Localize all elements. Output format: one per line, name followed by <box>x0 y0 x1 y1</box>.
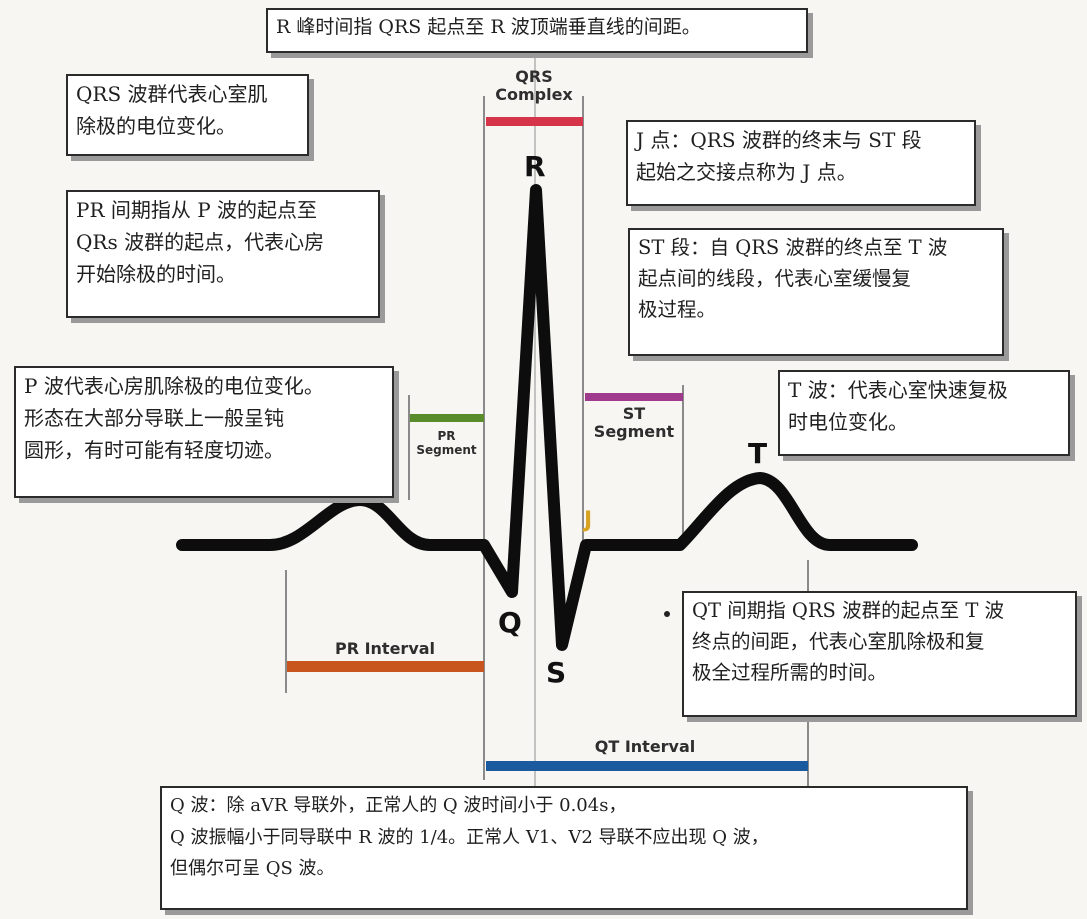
qt-interval-bar <box>486 761 808 771</box>
q-wave-desc-line3: 但偶尔可呈 QS 波。 <box>170 858 335 879</box>
st-segment-desc-box: ST 段：自 QRS 波群的终点至 T 波 起点间的线段，代表心室缓慢复 极过程… <box>628 228 1004 356</box>
p-wave-desc-line3: 圆形，有时可能有轻度切迹。 <box>24 438 284 462</box>
qrs-complex-desc-box: QRS 波群代表心室肌 除极的电位变化。 <box>66 74 309 156</box>
r-peak-time-box: R 峰时间指 QRS 起点至 R 波顶端垂直线的间距。 <box>266 8 808 53</box>
j-point-desc-line2: 起始之交接点称为 J 点。 <box>636 160 857 184</box>
st-segment-desc-line1: ST 段：自 QRS 波群的终点至 T 波 <box>638 236 948 259</box>
st-segment-label: ST Segment <box>585 404 683 442</box>
st-segment-desc-line3: 极过程。 <box>638 298 717 322</box>
qt-interval-desc-box: QT 间期指 QRS 波群的起点至 T 波 终点的间距，代表心室肌除极和复 极全… <box>682 591 1077 717</box>
pr-interval-desc-line2: QRs 波群的起点，代表心房 <box>76 230 325 254</box>
pr-segment-label-line1: PR <box>437 429 456 443</box>
st-segment-bar <box>585 393 683 401</box>
pr-segment-label-line2: Segment <box>416 442 477 457</box>
pr-segment-label: PR Segment <box>409 429 484 458</box>
q-wave-label: Q <box>498 606 522 639</box>
ecg-waveform <box>176 184 918 651</box>
qt-interval-desc-line2: 终点的间距，代表心室肌除极和复 <box>692 630 985 654</box>
p-wave-desc-line2: 形态在大部分导联上一般呈钝 <box>24 406 284 430</box>
st-segment-label-line1: ST <box>622 404 646 423</box>
pr-interval-desc-box: PR 间期指从 P 波的起点至 QRs 波群的起点，代表心房 开始除极的时间。 <box>66 190 380 318</box>
st-segment-label-line2: Segment <box>593 422 675 442</box>
qt-interval-desc-line1: QT 间期指 QRS 波群的起点至 T 波 <box>692 599 1005 622</box>
qt-interval-label: QT Interval <box>594 737 696 756</box>
pr-interval-desc-line3: 开始除极的时间。 <box>76 262 236 286</box>
qrs-desc-line1: QRS 波群代表心室肌 <box>76 82 268 106</box>
t-wave-desc-line2: 时电位变化。 <box>788 410 908 434</box>
pr-interval-label: PR Interval <box>334 639 436 658</box>
t-wave-desc-box: T 波：代表心室快速复极 时电位变化。 <box>778 370 1070 456</box>
qrs-complex-label: QRS Complex <box>484 67 584 105</box>
q-wave-desc-line1: Q 波：除 aVR 导联外，正常人的 Q 波时间小于 0.04s， <box>170 795 627 816</box>
pr-interval-desc-line1: PR 间期指从 P 波的起点至 <box>76 198 318 222</box>
q-wave-desc-box: Q 波：除 aVR 导联外，正常人的 Q 波时间小于 0.04s， Q 波振幅小… <box>160 786 968 910</box>
r-wave-label: R <box>524 150 546 183</box>
j-point-label: J <box>584 508 593 533</box>
pr-interval-bar <box>287 661 484 672</box>
r-peak-text-line1: R 峰时间指 QRS 起点至 R 波顶端垂直线的间距。 <box>276 16 701 38</box>
j-point-desc-box: J 点：QRS 波群的终末与 ST 段 起始之交接点称为 J 点。 <box>626 120 976 206</box>
pr-segment-bar <box>410 414 484 422</box>
p-wave-desc-line1: P 波代表心房肌除极的电位变化。 <box>24 374 324 398</box>
qt-interval-desc-line3: 极全过程所需的时间。 <box>692 661 888 685</box>
q-wave-desc-line2: Q 波振幅小于同导联中 R 波的 1/4。正常人 V1、V2 导联不应出现 Q … <box>170 826 769 848</box>
t-wave-desc-line1: T 波：代表心室快速复极 <box>788 378 1008 402</box>
bullet-dot <box>664 611 670 617</box>
qrs-complex-label-line2: Complex <box>495 85 573 105</box>
s-wave-label: S <box>546 656 567 689</box>
p-wave-desc-box: P 波代表心房肌除极的电位变化。 形态在大部分导联上一般呈钝 圆形，有时可能有轻… <box>14 366 394 498</box>
qrs-complex-label-line1: QRS <box>515 67 553 86</box>
qrs-complex-bar <box>486 117 583 126</box>
st-segment-desc-line2: 起点间的线段，代表心室缓慢复 <box>638 267 912 291</box>
qrs-desc-line2: 除极的电位变化。 <box>76 114 236 138</box>
t-wave-label: T <box>748 437 768 470</box>
j-point-desc-line1: J 点：QRS 波群的终末与 ST 段 <box>636 128 922 152</box>
